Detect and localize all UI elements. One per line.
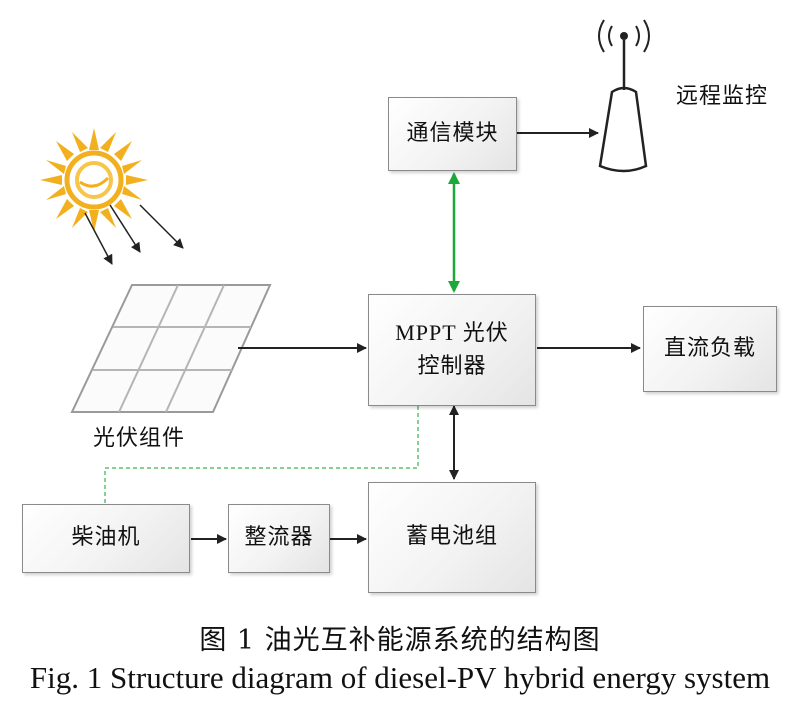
remote-monitor-label: 远程监控 — [676, 84, 769, 109]
sun-icon — [40, 128, 148, 232]
comm-module-box: 通信模块 — [388, 97, 517, 171]
mppt-label-line2: 控制器 — [417, 354, 487, 379]
solar-panel-icon — [70, 284, 272, 413]
diesel-gen-label: 柴油机 — [71, 525, 141, 551]
dc-load-label: 直流负载 — [663, 335, 756, 361]
antenna-tower-icon — [598, 19, 650, 173]
pv-module-label: 光伏组件 — [93, 426, 186, 451]
dashed-link-mppt-diesel — [104, 406, 419, 504]
battery-label: 蓄电池组 — [405, 524, 498, 550]
diesel-gen-box: 柴油机 — [22, 504, 190, 573]
rectifier-box: 整流器 — [228, 504, 330, 573]
comm-module-label: 通信模块 — [406, 120, 499, 146]
rectifier-label: 整流器 — [244, 525, 314, 551]
sunlight-arrows — [84, 204, 184, 265]
battery-box: 蓄电池组 — [368, 482, 536, 593]
mppt-controller-box: MPPT 光伏 控制器 — [368, 294, 536, 406]
dc-load-box: 直流负载 — [643, 306, 777, 392]
figure-caption-zh: 图 1 油光互补能源系统的结构图 — [199, 625, 601, 656]
figure-caption-en: Fig. 1 Structure diagram of diesel-PV hy… — [29, 660, 771, 695]
mppt-label-line1: MPPT 光伏 — [395, 319, 509, 345]
